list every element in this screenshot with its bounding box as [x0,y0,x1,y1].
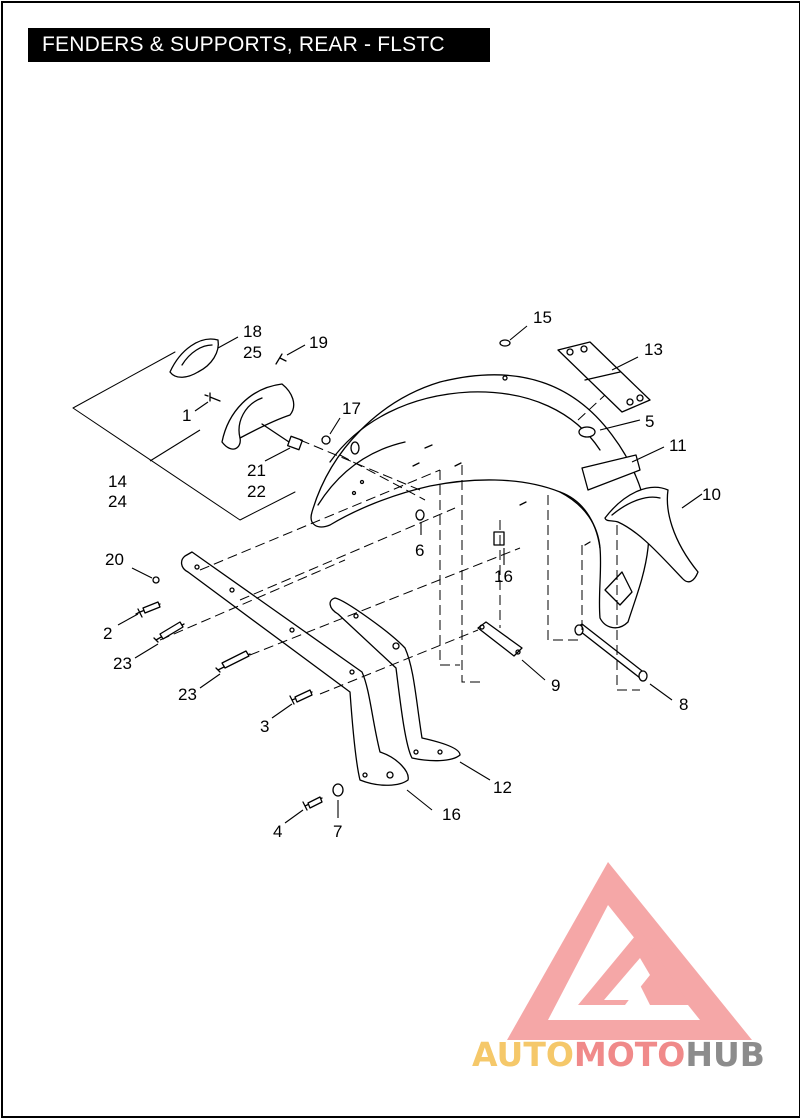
callout-8: 8 [679,695,688,714]
nut-16 [493,531,505,546]
stud-23-lower [215,650,251,673]
tail-lamp-lens [169,338,219,378]
washer-15 [499,339,511,347]
callout-10: 10 [702,485,721,504]
watermark-text: AUTOMOTOHUB [472,1035,765,1074]
callout-12: 12 [493,778,512,797]
fender-tip [604,486,699,583]
callout-20: 20 [105,550,124,569]
mounting-plate-13 [557,341,651,413]
callout-labels: 18 25 19 1 17 21 22 14 24 6 16 15 13 5 1… [103,308,721,841]
page-title: FENDERS & SUPPORTS, REAR - FLSTC [28,28,490,62]
bolt-2 [135,601,161,618]
washer-5 [578,426,596,438]
washer-7 [332,783,344,797]
nut-6 [415,509,425,521]
callout-16-lower: 16 [442,805,461,824]
callout-5: 5 [645,412,654,431]
plug-20 [152,576,160,584]
leader-lines [117,325,703,824]
callout-22: 22 [247,482,266,501]
nut-17 [321,435,331,445]
bolt-4 [302,796,323,811]
alignment-lines [159,394,640,695]
callout-11: 11 [669,436,687,455]
fender-support-16 [180,551,409,786]
callout-14: 14 [108,472,127,491]
callout-3: 3 [260,717,269,736]
callout-17: 17 [342,399,361,418]
spacer-8 [574,623,648,682]
spacer-9 [477,621,523,657]
callout-24: 24 [108,492,127,511]
callout-9: 9 [551,676,560,695]
screw-1 [204,392,221,402]
callout-1: 1 [182,406,191,425]
callout-16-upper: 16 [494,567,513,586]
callout-25: 25 [243,343,262,362]
fender-support-12 [329,597,461,762]
callout-13: 13 [644,340,663,359]
callout-21: 21 [247,461,266,480]
watermark-logo [507,862,752,1040]
screw-19 [275,353,287,365]
callout-4: 4 [273,822,282,841]
lamp-bracket [221,383,303,451]
callout-7: 7 [333,822,342,841]
callout-box-14 [72,351,296,521]
stud-23-upper [153,621,185,643]
callout-15: 15 [533,308,552,327]
callout-23-lower: 23 [178,685,197,704]
callout-19: 19 [309,333,328,352]
callout-18: 18 [243,322,262,341]
bolt-3 [289,689,313,705]
rear-fender [310,374,650,629]
callout-23-upper: 23 [113,654,132,673]
callout-2: 2 [103,624,112,643]
callout-6: 6 [415,541,424,560]
bracket-11 [581,454,641,491]
